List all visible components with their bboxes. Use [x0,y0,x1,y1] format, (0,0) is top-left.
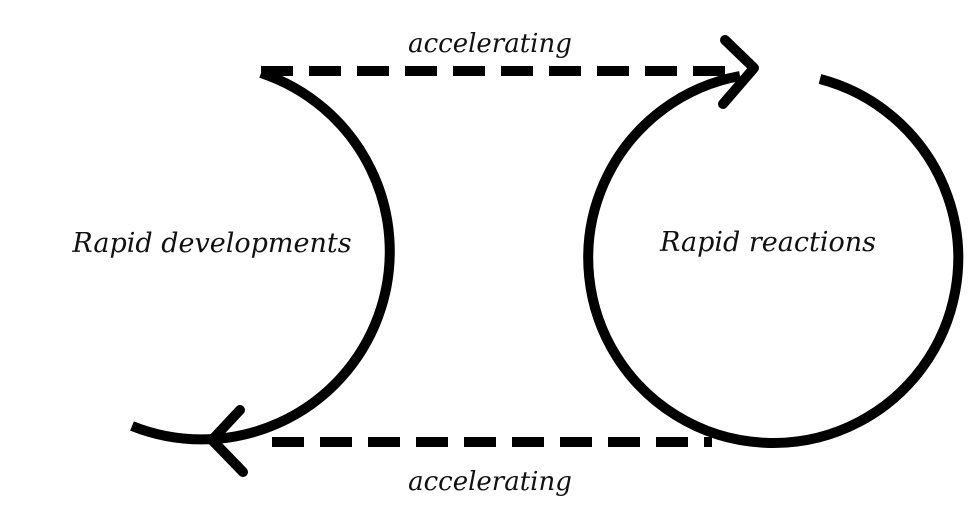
right-cycle-arc [583,71,964,448]
node-label-rapid-reactions: Rapid reactions [659,227,876,258]
node-label-rapid-developments: Rapid developments [71,228,351,259]
edge-label-bottom: accelerating [408,467,572,497]
top-arrowhead-icon [718,35,759,109]
left-cycle-arc [130,68,395,445]
bottom-arrowhead-icon [207,405,248,477]
edge-label-top: accelerating [408,29,572,59]
